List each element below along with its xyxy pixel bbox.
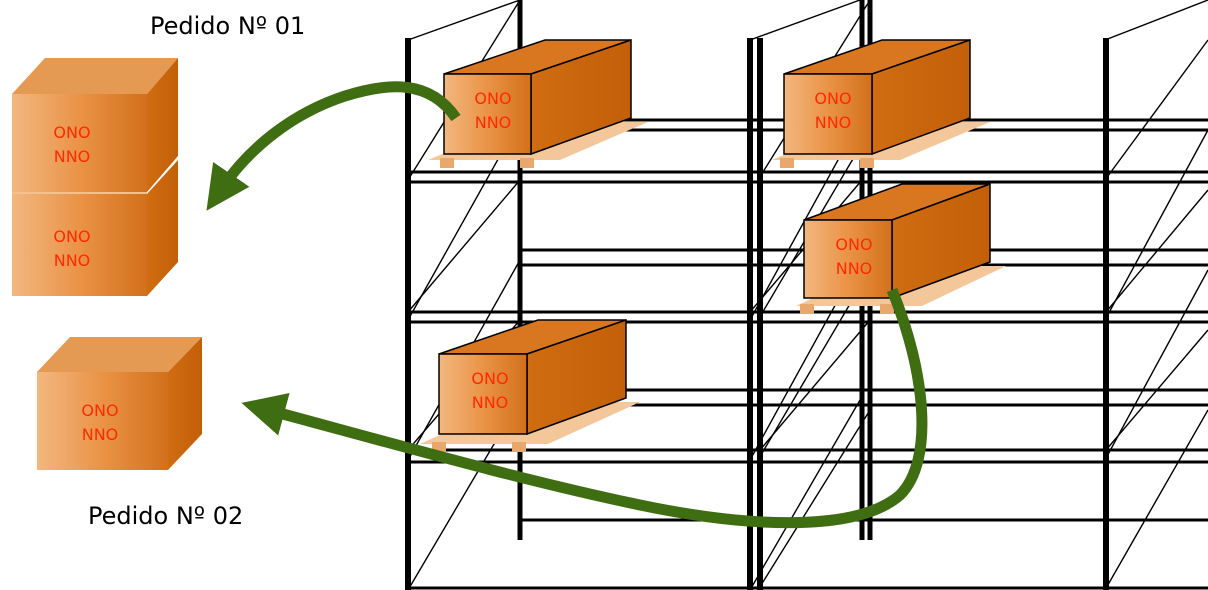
pallet-block — [520, 158, 534, 168]
pallet-block — [800, 304, 814, 314]
order-1-title: Pedido Nº 01 — [150, 12, 306, 40]
box-top — [12, 58, 178, 94]
box-label-line2: NNO — [836, 259, 873, 278]
order-1-boxes: ONO NNO ONO NNO — [12, 58, 178, 296]
rack-box-4: ONO NNO — [420, 318, 640, 452]
box-front — [783, 73, 873, 155]
box-front — [12, 94, 147, 192]
box-side — [147, 58, 178, 192]
box-label-line1: ONO — [814, 89, 851, 108]
rack-box-1: ONO NNO — [428, 38, 648, 168]
box-label-line1: ONO — [471, 369, 508, 388]
box-label-line2: NNO — [82, 425, 119, 444]
box-side — [147, 160, 178, 296]
pallet-block — [432, 442, 446, 452]
box-top — [37, 337, 202, 372]
pallet-block — [860, 158, 874, 168]
pallet-block — [780, 158, 794, 168]
rack-box-2: ONO NNO — [772, 38, 990, 168]
box-label-line2: NNO — [815, 113, 852, 132]
order-2-box: ONO NNO — [37, 337, 202, 470]
pallet-block — [880, 304, 894, 314]
box-front — [12, 194, 147, 296]
order-2-title: Pedido Nº 02 — [88, 502, 244, 530]
box-label-line1: ONO — [81, 401, 118, 420]
pallet-block — [440, 158, 454, 168]
box-label-line2: NNO — [472, 393, 509, 412]
box-label-line2: NNO — [54, 147, 91, 166]
box-label-line1: ONO — [474, 89, 511, 108]
box-label-line1: ONO — [835, 235, 872, 254]
pick-arrow-order-1 — [206, 81, 461, 211]
pick-arrow-order-2 — [241, 287, 928, 529]
box-label-line1: ONO — [53, 227, 90, 246]
box-front — [438, 353, 528, 435]
rack-box-3: ONO NNO — [796, 182, 1006, 314]
pallet-block — [512, 442, 526, 452]
box-front — [803, 219, 893, 299]
box-side — [168, 337, 202, 470]
box-label-line1: ONO — [53, 123, 90, 142]
box-front — [37, 372, 168, 470]
box-label-line2: NNO — [54, 251, 91, 270]
box-label-line2: NNO — [475, 113, 512, 132]
